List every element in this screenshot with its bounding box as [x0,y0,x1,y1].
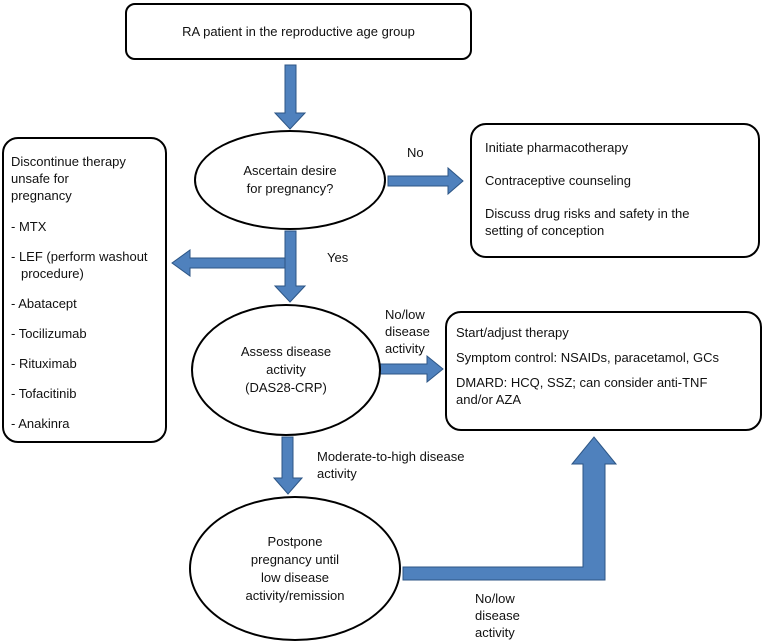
assess-line-1: Assess disease [240,344,332,359]
nolow2-line-2: disease [475,608,520,623]
postpone-pregnancy: Postpone pregnancy until low disease act… [189,496,401,641]
drug-tocilizumab: - Tocilizumab [11,326,87,341]
arrow-start-to-desire [273,64,307,130]
drug-abatacept: - Abatacept [11,296,77,311]
drug-tofacitinib: - Tofacitinib [11,386,77,401]
arrow-assess-to-postpone [272,436,304,495]
adjust-line-4: and/or AZA [456,392,522,407]
edge-label-nolow-2: No/low disease activity [475,590,520,641]
postpone-line-4: activity/remission [245,587,345,603]
edge-label-nolow-1: No/low disease activity [385,306,430,357]
initiate-line-3: Discuss drug risks and safety in the [485,206,690,221]
assess-line-2: activity [266,362,306,377]
desire-line-1: Ascertain desire [243,163,337,178]
drug-mtx: - MTX [11,219,47,234]
drug-rituximab: - Rituximab [11,356,77,371]
drug-anakinra: - Anakinra [11,416,70,431]
nolow1-line-3: activity [385,341,425,356]
assess-disease-activity: Assess disease activity (DAS28-CRP) [191,304,381,436]
discontinue-therapy-box: Discontinue therapy unsafe for pregnancy… [2,137,167,443]
arrow-desire-to-assess [273,230,307,303]
postpone-line-2: pregnancy until [250,551,340,567]
nolow1-line-2: disease [385,324,430,339]
edge-label-yes: Yes [327,250,349,265]
nolow2-line-1: No/low [475,591,515,606]
arrow-postpone-to-adjust [402,436,618,581]
modhigh-line-1: Moderate-to-high disease [317,449,465,464]
start-adjust-therapy-box: Start/adjust therapy Symptom control: NS… [445,311,762,431]
arrow-assess-to-adjust [379,354,444,384]
modhigh-line-2: activity [317,466,357,481]
adjust-line-1: Start/adjust therapy [456,325,569,340]
initiate-pharmacotherapy-box: Initiate pharmacotherapy Contraceptive c… [470,123,760,258]
arrow-desire-to-initiate [387,166,464,196]
start-node: RA patient in the reproductive age group [125,3,472,60]
assess-line-3: (DAS28-CRP) [245,380,327,395]
start-node-label: RA patient in the reproductive age group [182,24,415,39]
arrow-to-discontinue [171,249,286,277]
drug-lef: - LEF (perform washout [11,249,148,264]
nolow1-line-1: No/low [385,307,425,322]
desire-line-2: for pregnancy? [246,181,334,196]
initiate-line-1: Initiate pharmacotherapy [485,140,629,155]
nolow2-line-3: activity [475,625,515,640]
edge-label-moderate-high: Moderate-to-high disease activity [317,448,464,482]
discontinue-heading-2: unsafe for [11,171,69,186]
edge-label-no: No [407,145,424,160]
initiate-line-2: Contraceptive counseling [485,173,631,188]
postpone-line-3: low disease [261,569,329,585]
adjust-line-3: DMARD: HCQ, SSZ; can consider anti-TNF [456,375,708,390]
postpone-line-1: Postpone [267,533,323,549]
initiate-line-4: setting of conception [485,223,605,238]
discontinue-heading-1: Discontinue therapy [11,154,126,169]
decision-desire-for-pregnancy: Ascertain desire for pregnancy? [194,130,386,230]
adjust-line-2: Symptom control: NSAIDs, paracetamol, GC… [456,350,719,365]
drug-lef-detail: procedure) [21,266,84,281]
discontinue-heading-3: pregnancy [11,188,72,203]
